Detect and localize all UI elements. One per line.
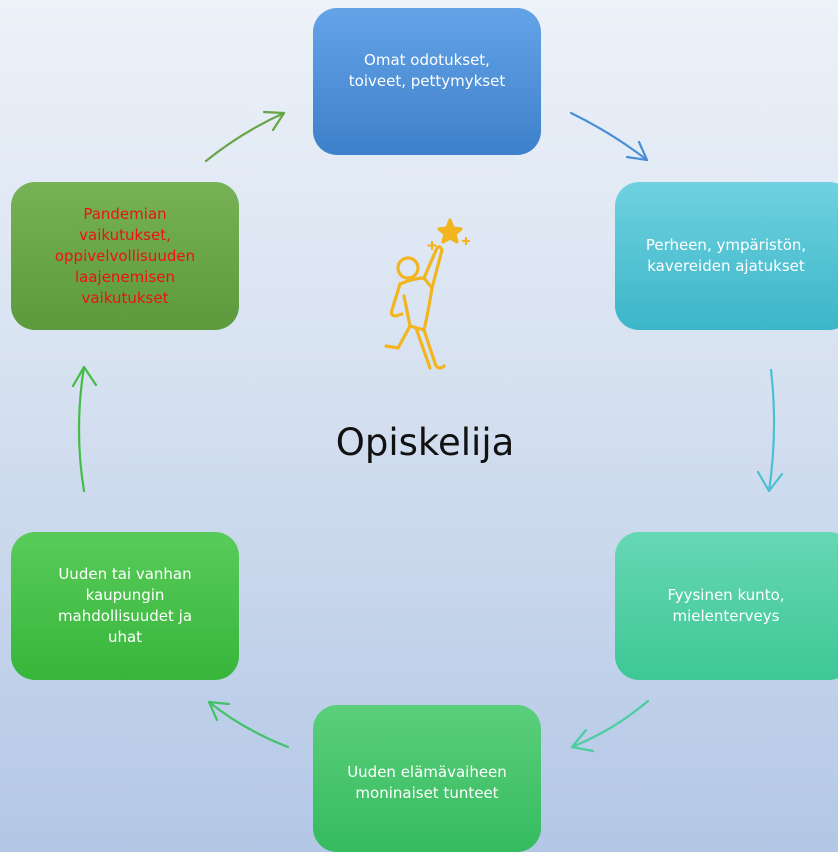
node-physical-mental-health: Fyysinen kunto, mielenterveys — [615, 532, 838, 680]
arrow-left-top-to-top — [204, 110, 286, 163]
arrow-top-to-right-top — [569, 111, 649, 162]
arrow-left-bottom-to-left-top — [71, 365, 98, 493]
node-family-environment: Perheen, ympäristön, kavereiden ajatukse… — [615, 182, 838, 330]
arrow-bottom-to-left-bottom — [207, 700, 290, 749]
center-title: Opiskelija — [335, 421, 515, 464]
node-city-opportunities: Uuden tai vanhan kaupungin mahdollisuude… — [11, 532, 239, 680]
node-new-life-stage-feelings: Uuden elämävaiheen moninaiset tunteet — [313, 705, 541, 852]
celebrating-person-with-stars-icon — [384, 218, 471, 370]
node-pandemic-effects: Pandemian vaikutukset, oppivelvollisuude… — [11, 182, 239, 330]
arrow-right-top-to-right-bottom — [756, 368, 784, 493]
arrow-right-bottom-to-bottom — [570, 699, 650, 753]
node-expectations: Omat odotukset, toiveet, pettymykset — [313, 8, 541, 155]
